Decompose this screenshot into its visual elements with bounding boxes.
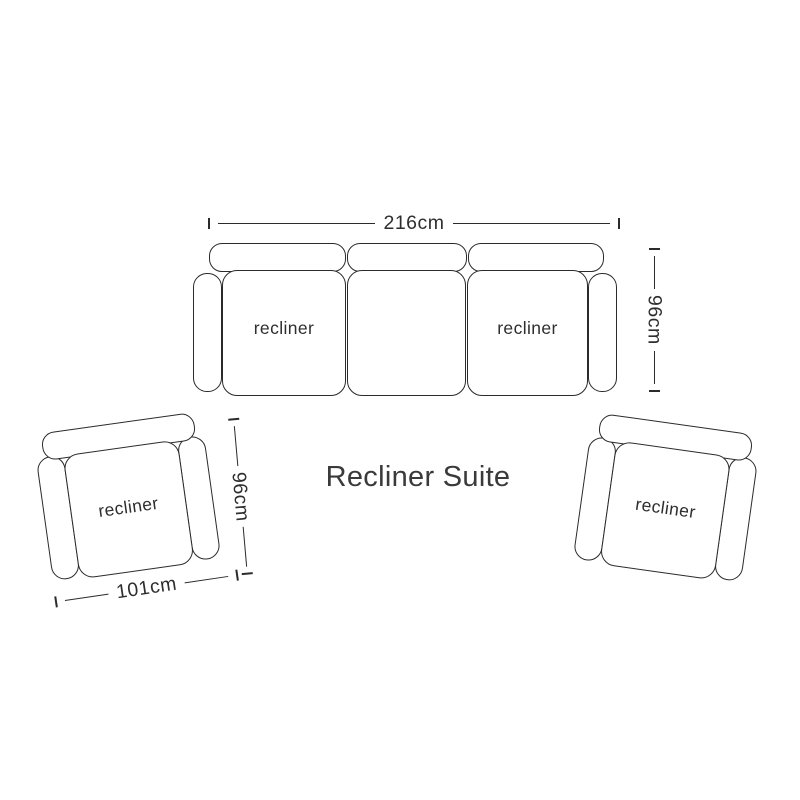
dimension-tick [208, 217, 210, 229]
dimension-line [64, 593, 109, 601]
sofa-armrest-left [193, 273, 222, 392]
armchair-right: recliner [572, 412, 761, 584]
sofa-width-dimension: 216cm [208, 212, 620, 234]
sofa-back-cushion-middle [347, 243, 467, 272]
sofa-seat-middle [347, 270, 466, 396]
sofa-seat-right [467, 270, 588, 396]
armchair-width-label: 101cm [114, 572, 179, 603]
sofa-depth-dimension: 96cm [644, 248, 666, 392]
dimension-line [653, 350, 655, 385]
sofa-back-cushion-left [209, 243, 346, 272]
sofa-right-seat-label: recliner [497, 318, 558, 338]
armchair-depth-dimension: 96cm [225, 417, 255, 576]
sofa-left-seat-label: recliner [253, 318, 315, 338]
dimension-tick [227, 417, 239, 421]
sofa-depth-label: 96cm [643, 295, 666, 345]
dimension-tick [54, 595, 58, 607]
dimension-line [233, 425, 238, 466]
dimension-line [184, 575, 229, 583]
sofa-back-cushion-right [468, 243, 604, 272]
dimension-line [242, 527, 247, 568]
dimension-line [217, 222, 376, 224]
armchair-depth-label: 96cm [227, 470, 254, 523]
armchair-left: recliner [32, 411, 222, 583]
diagram-title: Recliner Suite [325, 461, 511, 493]
sofa-armrest-right [588, 273, 617, 392]
dimension-line [653, 255, 655, 290]
dimension-line [452, 222, 611, 224]
dimension-tick [648, 248, 660, 250]
dimension-tick [618, 217, 620, 229]
dimension-tick [241, 572, 253, 576]
sofa-width-label: 216cm [383, 211, 445, 234]
sofa-seat-left [222, 270, 346, 396]
dimension-tick [648, 390, 660, 392]
